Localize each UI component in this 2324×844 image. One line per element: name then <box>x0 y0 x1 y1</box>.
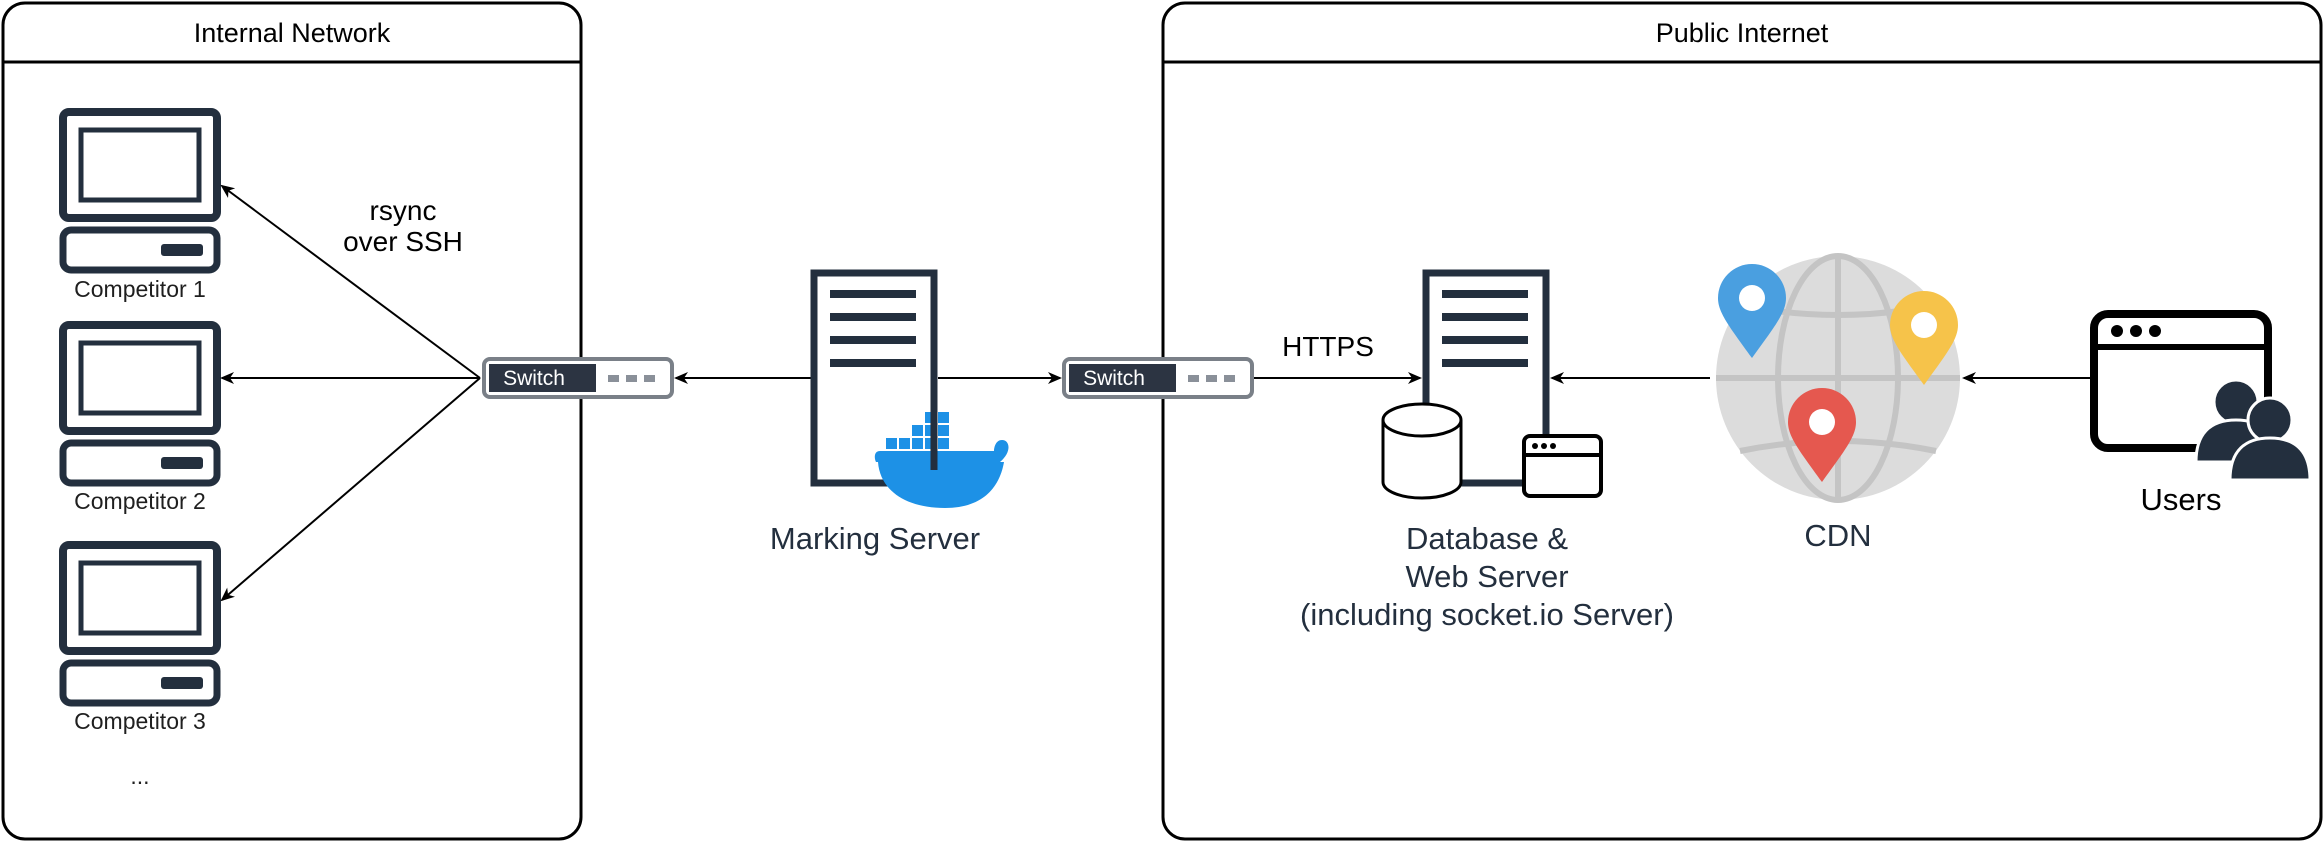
database-label-line3: (including socket.io Server) <box>1300 597 1674 632</box>
red-map-pin-icon <box>1788 388 1856 482</box>
rsync-connectors <box>220 184 481 602</box>
internal-network-panel: Internal Network <box>1 1 583 841</box>
rsync-label-line2: over SSH <box>343 226 463 257</box>
competitor-3-computer-icon <box>59 541 221 707</box>
internal-network-title: Internal Network <box>194 18 391 48</box>
right-switch-label: Switch <box>1083 367 1145 390</box>
rsync-label-line1: rsync <box>370 195 437 226</box>
competitor-2-label: Competitor 2 <box>74 488 206 514</box>
more-competitors-ellipsis: ... <box>130 763 149 789</box>
competitor-2-computer-icon <box>59 321 221 487</box>
users-label: Users <box>2141 482 2222 517</box>
left-network-switch-icon <box>482 357 674 399</box>
arrow-to-competitor-3 <box>220 377 481 602</box>
right-network-switch-icon <box>1062 357 1254 399</box>
competitor-1-computer-icon <box>59 108 221 274</box>
competitor-1-label: Competitor 1 <box>74 276 206 302</box>
competitor-3-label: Competitor 3 <box>74 708 206 734</box>
public-internet-title: Public Internet <box>1656 18 1829 48</box>
marking-server-label: Marking Server <box>770 521 980 556</box>
arrow-to-competitor-1 <box>220 184 481 379</box>
browser-window-icon <box>1522 434 1603 498</box>
database-label-line1: Database & <box>1406 521 1568 556</box>
users-icon <box>2194 378 2312 482</box>
yellow-map-pin-icon <box>1890 291 1958 385</box>
blue-map-pin-icon <box>1718 264 1786 358</box>
https-label: HTTPS <box>1282 331 1374 362</box>
cdn-label: CDN <box>1804 518 1871 553</box>
left-switch-label: Switch <box>503 367 565 390</box>
database-label-line2: Web Server <box>1405 559 1568 594</box>
database-icon <box>1381 402 1463 500</box>
docker-whale-icon <box>874 410 1009 508</box>
